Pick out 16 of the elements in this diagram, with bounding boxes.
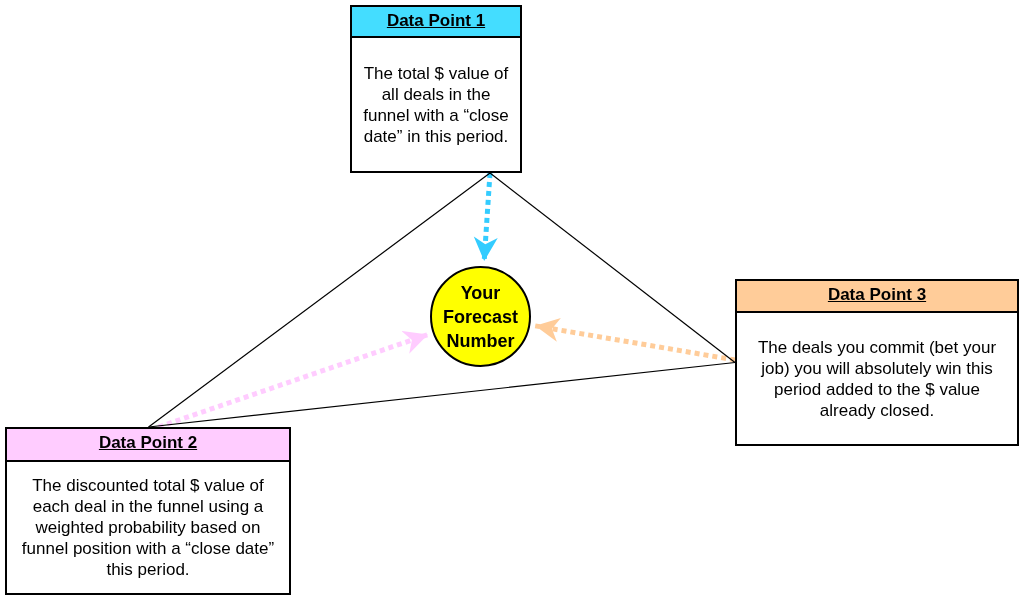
- box-text: The discounted total $ value of each deal in the funnel using a weighted probability based on funnel position with a “close date” this period.: [20, 475, 276, 581]
- text-box: [5, 427, 291, 595]
- box-heading: Data Point 2: [7, 429, 289, 462]
- arrow: [473, 172, 498, 262]
- box-text: The deals you commit (bet your job) you will absolutely win this period added to the $ value already closed.: [756, 336, 998, 422]
- arrow: [157, 330, 429, 430]
- connector-line: [489, 172, 736, 364]
- text-box: [350, 5, 522, 173]
- connector-line: [147, 361, 736, 428]
- circle-label: Your Forecast Number: [441, 281, 519, 353]
- box-text: The total $ value of all deals in the funnel with a “close date” in this period.: [362, 62, 510, 148]
- text-box: [735, 279, 1019, 446]
- box-heading: Data Point 1: [352, 7, 520, 38]
- box-heading: Data Point 3: [737, 281, 1017, 313]
- connector-line: [147, 172, 491, 428]
- arrow: [534, 318, 736, 363]
